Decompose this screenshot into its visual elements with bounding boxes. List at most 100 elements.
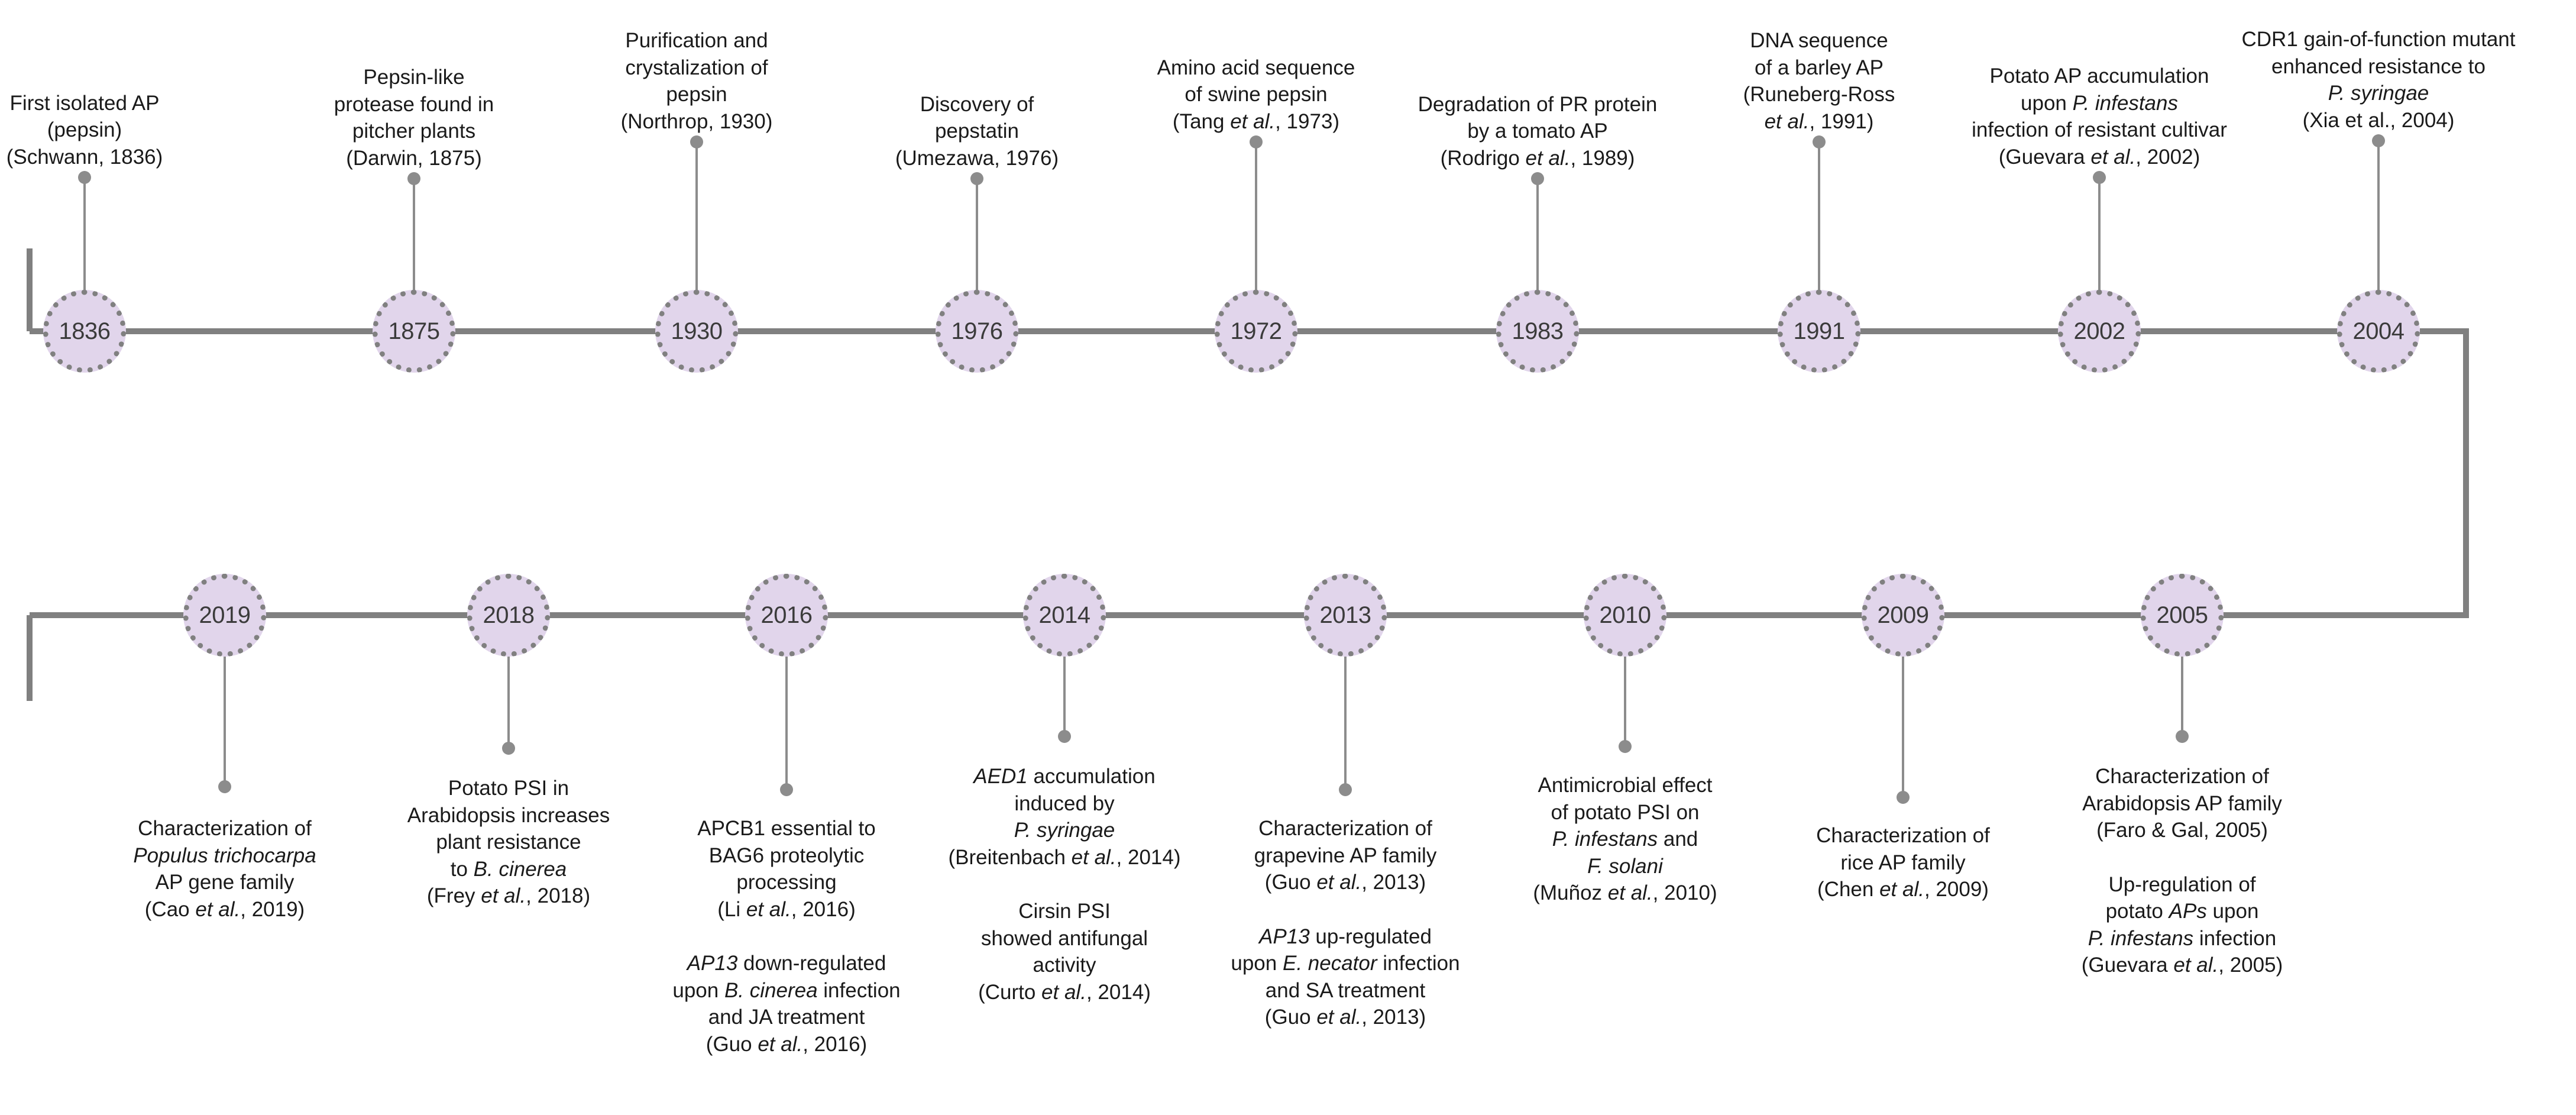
caption-line: Arabidopsis AP family bbox=[2082, 791, 2282, 815]
timeline-node-1930[interactable]: 1930 bbox=[655, 290, 738, 373]
caption-line: (Schwann, 1836) bbox=[6, 145, 163, 169]
timeline-caption-1836: First isolated AP (pepsin) (Schwann, 1836) bbox=[0, 90, 297, 171]
caption-line: Degradation of PR protein bbox=[1418, 92, 1658, 116]
leader-2004 bbox=[2372, 134, 2385, 290]
timeline-node-year-label: 2019 bbox=[199, 602, 251, 628]
timeline-node-1972[interactable]: 1972 bbox=[1215, 290, 1297, 373]
caption-line: enhanced resistance to bbox=[2271, 54, 2486, 78]
caption-line: BAG6 proteolytic bbox=[708, 843, 865, 867]
timeline-node-2014[interactable]: 2014 bbox=[1023, 574, 1106, 657]
caption-line: (Curto et al., 2014) bbox=[978, 980, 1151, 1004]
caption-line: plant resistance bbox=[436, 830, 581, 854]
caption-line: Antimicrobial effect bbox=[1538, 774, 1713, 797]
leader-1875 bbox=[407, 172, 420, 290]
timeline-node-2016[interactable]: 2016 bbox=[745, 574, 828, 657]
timeline-node-year-label: 2014 bbox=[1038, 602, 1090, 628]
caption-line: (Northrop, 1930) bbox=[620, 109, 773, 133]
caption-line: P. syringae bbox=[2328, 82, 2429, 105]
timeline-node-year-label: 2018 bbox=[483, 602, 535, 628]
caption-line: pepsin bbox=[666, 83, 727, 106]
caption-line: Characterization of bbox=[2095, 765, 2269, 788]
caption-line: P. infestans infection bbox=[2088, 926, 2277, 950]
caption-line: Characterization of bbox=[1816, 824, 1990, 847]
leader-1930 bbox=[690, 135, 703, 290]
caption-line: showed antifungal bbox=[980, 926, 1148, 950]
timeline-node-year-label: 1836 bbox=[59, 318, 111, 344]
timeline-node-2018[interactable]: 2018 bbox=[467, 574, 550, 657]
timeline-node-1991[interactable]: 1991 bbox=[1778, 290, 1860, 373]
timeline-node-year-label: 2002 bbox=[2073, 318, 2125, 344]
caption-line: of swine pepsin bbox=[1185, 83, 1328, 106]
timeline-node-1875[interactable]: 1875 bbox=[373, 290, 455, 373]
caption-line: (pepsin) bbox=[47, 118, 122, 141]
timeline-node-year-label: 1972 bbox=[1230, 318, 1282, 344]
caption-line: rice AP family bbox=[1840, 851, 1966, 874]
timeline-node-1983[interactable]: 1983 bbox=[1496, 290, 1579, 373]
caption-line: (Umezawa, 1976) bbox=[895, 146, 1059, 170]
timeline-node-year-label: 1976 bbox=[951, 318, 1003, 344]
caption-line: First isolated AP bbox=[9, 91, 160, 115]
caption-line: grapevine AP family bbox=[1254, 843, 1437, 867]
leader-1836 bbox=[78, 171, 91, 290]
timeline-node-2010[interactable]: 2010 bbox=[1584, 574, 1666, 657]
caption-line: (Guevara et al., 2002) bbox=[1998, 145, 2200, 169]
caption-line: pitcher plants bbox=[352, 119, 476, 143]
caption-line: crystalization of bbox=[625, 56, 768, 79]
timeline-node-2004[interactable]: 2004 bbox=[2337, 290, 2420, 373]
timeline-node-year-label: 1930 bbox=[671, 318, 723, 344]
caption-line: (Frey et al., 2018) bbox=[426, 884, 591, 907]
leader-2013 bbox=[1339, 657, 1352, 796]
caption-line: (Guo et al., 2013) bbox=[1264, 1006, 1426, 1029]
timeline-node-2002[interactable]: 2002 bbox=[2058, 290, 2141, 373]
caption-line: P. infestans and bbox=[1552, 828, 1698, 851]
caption-block: Characterization of rice AP family (Chen e… bbox=[1690, 822, 2116, 903]
caption-line: (Chen et al., 2009) bbox=[1817, 878, 1989, 901]
caption-line: (Cao et al., 2019) bbox=[144, 897, 305, 921]
caption-line: infection of resistant cultivar bbox=[1972, 118, 2227, 141]
caption-line: et al., 1991) bbox=[1764, 109, 1874, 133]
spine-right-wrap bbox=[2182, 328, 2469, 618]
caption-line: to B. cinerea bbox=[450, 857, 567, 881]
timeline-node-2019[interactable]: 2019 bbox=[183, 574, 266, 657]
timeline-node-1976[interactable]: 1976 bbox=[936, 290, 1018, 373]
timeline-node-2009[interactable]: 2009 bbox=[1862, 574, 1944, 657]
timeline-node-year-label: 2010 bbox=[1599, 602, 1651, 628]
timeline-node-year-label: 1991 bbox=[1793, 318, 1845, 344]
leader-1976 bbox=[970, 172, 983, 290]
caption-line: AP13 up-regulated bbox=[1259, 925, 1432, 948]
leader-1991 bbox=[1813, 135, 1826, 290]
timeline-node-1836[interactable]: 1836 bbox=[43, 290, 126, 373]
caption-line: (Xia et al., 2004) bbox=[2302, 108, 2455, 132]
leader-2018 bbox=[502, 657, 515, 755]
caption-line: Characterization of bbox=[1258, 817, 1432, 840]
leader-2014 bbox=[1058, 657, 1071, 743]
caption-line: F. solani bbox=[1587, 854, 1663, 878]
caption-line: (Darwin, 1875) bbox=[346, 146, 482, 170]
timeline-node-year-label: 2016 bbox=[760, 602, 813, 628]
caption-line: AP13 down-regulated bbox=[687, 952, 886, 975]
caption-line: Characterization of bbox=[138, 817, 312, 840]
timeline-node-2013[interactable]: 2013 bbox=[1304, 574, 1387, 657]
timeline-node-2005[interactable]: 2005 bbox=[2141, 574, 2224, 657]
caption-line: AP gene family bbox=[155, 871, 295, 894]
caption-line: (Rodrigo et al., 1989) bbox=[1440, 146, 1635, 170]
caption-line: and SA treatment bbox=[1265, 978, 1426, 1002]
leader-1972 bbox=[1250, 135, 1263, 290]
caption-line: Potato AP accumulation bbox=[1989, 64, 2209, 88]
caption-block: Characterization of Arabidopsis AP family… bbox=[1969, 763, 2395, 844]
leader-2002 bbox=[2093, 171, 2106, 290]
